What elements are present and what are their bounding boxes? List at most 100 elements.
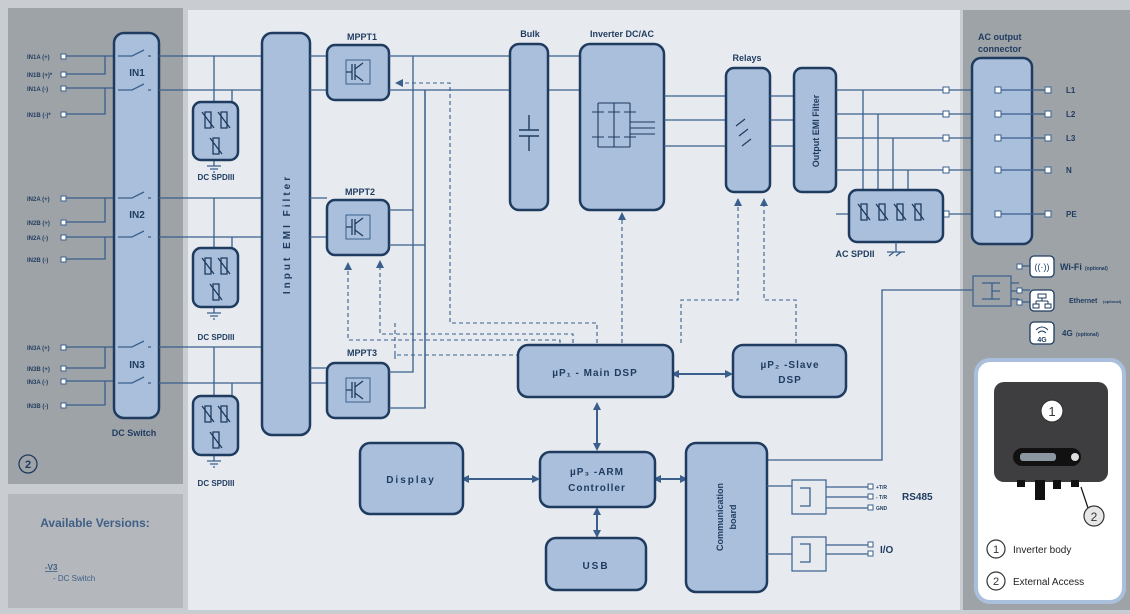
communication-board [684, 441, 769, 594]
wifi-icon [1029, 255, 1055, 278]
rs485-pin: - T/R [876, 495, 887, 501]
input-terminal [60, 111, 67, 118]
ac-output-connector [970, 56, 1034, 246]
ethernet-label: Ethernet [1069, 298, 1098, 305]
input-terminal [60, 71, 67, 78]
input-emi-filter [260, 31, 312, 437]
dc-spd-label: DC SPDIII [198, 333, 235, 342]
terminal-label: L2 [1066, 110, 1076, 119]
legend-item-2-marker [986, 571, 1006, 591]
legend-item-1-text: Inverter body [1013, 545, 1071, 556]
dc-input-terminals: IN1A (+) IN1B (+)* IN1A (-) IN1B (-)* IN… [27, 53, 67, 410]
display-label: Display [386, 475, 436, 486]
input-label: IN2A (-) [27, 236, 48, 242]
output-emi-filter-label: Output EMI Filter [811, 94, 821, 167]
ac-output-title: AC output [978, 32, 1021, 42]
rs485-port [767, 479, 874, 572]
input-label: IN2B (-) [27, 258, 48, 264]
relays-label: Relays [732, 53, 761, 63]
terminal-label: L1 [1066, 86, 1076, 95]
mppt2 [325, 198, 391, 257]
svg-text:((·)): ((·)) [1035, 262, 1050, 272]
dc-spd-2 [191, 246, 240, 309]
wifi-label: Wi-Fi [1060, 262, 1082, 272]
rs485-label: RS485 [902, 492, 933, 503]
mppt1 [325, 43, 391, 102]
rs485-pin: +T/R [876, 485, 887, 491]
input-label: IN2B (+) [27, 221, 50, 227]
slave-dsp [731, 343, 848, 399]
arm-controller-label: Controller [568, 483, 626, 494]
usb-block [544, 536, 648, 592]
4g-icon-text: 4G [1037, 337, 1047, 344]
dc-spd-label: DC SPDIII [198, 479, 235, 488]
ac-output-wires [836, 86, 972, 218]
main-dsp [516, 343, 675, 399]
dc-spd-label: DC SPDIII [198, 173, 235, 182]
ac-spd-label: AC SPDII [835, 249, 874, 259]
input-label: IN1A (+) [27, 55, 50, 61]
input-terminal [60, 344, 67, 351]
input-terminal [60, 365, 67, 372]
input-terminal [60, 219, 67, 226]
dc-switch-group-label: IN2 [129, 210, 145, 221]
wifi-optional-note: (optional) [1085, 266, 1108, 272]
legend-item-1-marker [986, 539, 1006, 559]
terminal-label: N [1066, 166, 1072, 175]
inverter-dc-ac [578, 42, 666, 212]
input-label: IN1B (-)* [27, 113, 51, 119]
input-terminal [60, 234, 67, 241]
terminal-label: L3 [1066, 134, 1076, 143]
slave-dsp-label: DSP [778, 375, 802, 386]
inverter-bridge [592, 102, 655, 148]
legend-item-1-number: 1 [993, 544, 999, 556]
output-emi-filter [792, 66, 838, 194]
dc-input-wires [66, 55, 115, 406]
input-label: IN3A (-) [27, 380, 48, 386]
dc-spd-3 [191, 394, 240, 457]
io-label: I/O [880, 545, 894, 556]
input-label: IN3B (+) [27, 367, 50, 373]
4g-icon [1029, 321, 1055, 345]
dc-switch-group-label: IN1 [129, 68, 145, 79]
ethernet-optional-note: (optional) [1103, 299, 1122, 304]
inverter-body-picture [994, 382, 1108, 482]
emi-mppt-wires [310, 55, 327, 384]
dc-switch-group-label: IN3 [129, 360, 145, 371]
external-access-marker [18, 454, 38, 474]
slave-dsp-label: µP₂ -Slave [760, 360, 819, 371]
communication-board-label: Communication [715, 483, 725, 551]
dc-spd-1 [191, 100, 240, 162]
rs485-pin: GND [876, 506, 888, 512]
input-emi-filter-label: Input EMI Filter [282, 174, 293, 294]
mppt3-label: MPPT3 [347, 348, 377, 358]
inverter-label: Inverter DC/AC [590, 29, 655, 39]
dc-switch-label: DC Switch [112, 428, 157, 438]
4g-label: 4G [1062, 329, 1073, 338]
inverter-body-marker [1040, 399, 1064, 423]
arm-controller-label: µP₃ -ARM [570, 467, 624, 478]
ac-output-title: connector [978, 44, 1022, 54]
legend-item-2-text: External Access [1013, 577, 1084, 588]
mppt2-label: MPPT2 [345, 187, 375, 197]
version-code: -V3 [45, 563, 58, 572]
input-terminal [60, 195, 67, 202]
version-description: - DC Switch [53, 574, 95, 583]
dc-switch-contacts [118, 49, 151, 384]
ac-spd [847, 188, 945, 244]
mppt3 [325, 361, 391, 420]
versions-panel [8, 494, 183, 608]
usb-label: USB [582, 561, 609, 572]
legend-item-2-number: 2 [993, 576, 999, 588]
dc-switch [112, 31, 161, 420]
external-access-marker-picture [1083, 505, 1105, 527]
arm-controller [538, 450, 657, 509]
display-block [358, 441, 465, 516]
control-wires [344, 79, 973, 538]
versions-title: Available Versions: [40, 516, 150, 530]
input-terminal [60, 53, 67, 60]
external-access-marker-number: 2 [25, 459, 31, 471]
input-label: IN1B (+)* [27, 73, 53, 79]
